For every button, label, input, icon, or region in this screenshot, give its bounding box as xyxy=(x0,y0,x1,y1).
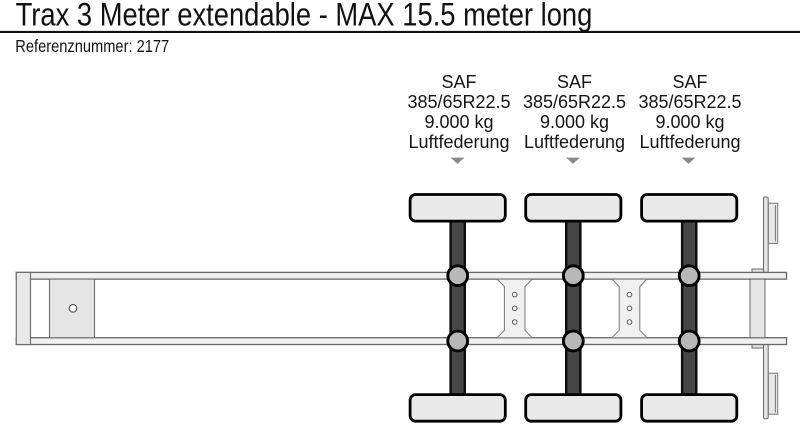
svg-text:SAF: SAF xyxy=(672,72,707,92)
svg-text:9.000 kg: 9.000 kg xyxy=(540,112,609,132)
svg-text:385/65R22.5: 385/65R22.5 xyxy=(638,92,741,112)
svg-text:385/65R22.5: 385/65R22.5 xyxy=(523,92,626,112)
svg-text:Referenznummer: 2177: Referenznummer: 2177 xyxy=(15,37,169,57)
svg-text:385/65R22.5: 385/65R22.5 xyxy=(407,92,510,112)
svg-text:9.000 kg: 9.000 kg xyxy=(424,112,493,132)
svg-text:SAF: SAF xyxy=(557,72,592,92)
svg-text:9.000 kg: 9.000 kg xyxy=(655,112,724,132)
svg-text:Luftfederung: Luftfederung xyxy=(408,132,509,152)
svg-text:Luftfederung: Luftfederung xyxy=(524,132,625,152)
svg-text:Luftfederung: Luftfederung xyxy=(639,132,740,152)
svg-text:Trax 3 Meter extendable - MAX: Trax 3 Meter extendable - MAX 15.5 meter… xyxy=(16,0,593,33)
svg-text:SAF: SAF xyxy=(441,72,476,92)
